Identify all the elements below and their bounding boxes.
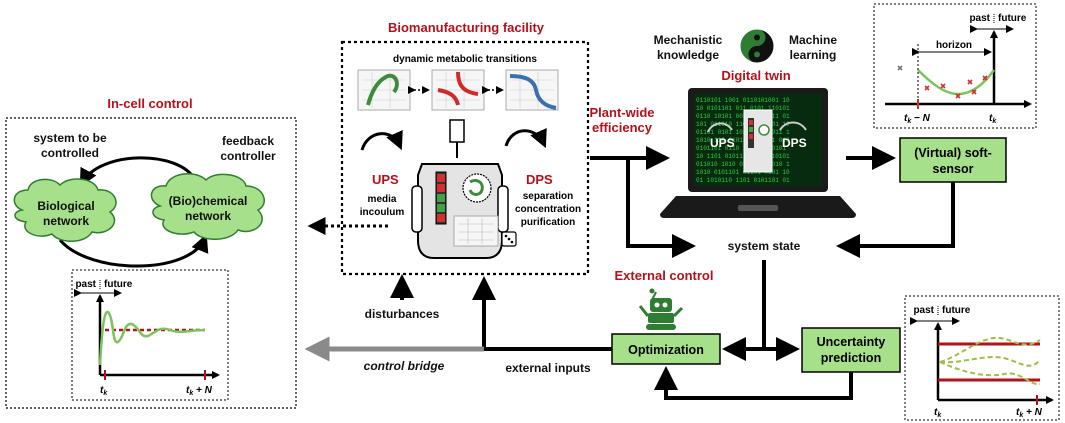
in-cell-plot-past: past	[75, 279, 96, 290]
laptop-binary-screen: 0110101 1001 0110101001 10 10 0101101 01…	[696, 97, 790, 184]
external-inputs-label: external inputs	[505, 361, 591, 375]
bioreactor-icon	[411, 119, 517, 259]
optimization-label: Optimization	[628, 343, 704, 357]
laptop-icon: 0110101 1001 0110101001 10 10 0101101 01…	[660, 88, 856, 218]
in-cell-plot: past future tk tk + N	[71, 269, 229, 401]
dps-sub-2: concentration	[515, 204, 581, 215]
loop-arrow-top	[79, 156, 197, 187]
in-cell-plot-tkN: tk + N	[186, 385, 213, 397]
metabolic-map-3	[505, 69, 559, 111]
dps-curved-arrow	[504, 128, 547, 149]
svg-text:0101101 0110 1010 0110101: 0101101 0110 1010 0110101	[696, 145, 786, 152]
uncertainty-trajectory-3	[939, 361, 1041, 386]
uncertainty-box[interactable]: Uncertainty prediction	[801, 327, 901, 373]
horizon-estimate-curve	[917, 69, 996, 96]
dps-sub-1: separation	[523, 191, 574, 202]
screen-ups-label: UPS	[710, 136, 735, 150]
horizon-plot-past: past	[969, 13, 990, 24]
in-cell-border	[5, 117, 297, 409]
in-cell-plot-future: future	[104, 279, 133, 290]
svg-text:10 0101101 011 0101 110101: 10 0101101 011 0101 110101	[696, 105, 790, 112]
ups-sub-2: incoulum	[360, 207, 405, 218]
facility-title: Biomanufacturing facility	[388, 20, 545, 35]
horizon-plot: past future horizon tk − N tk	[873, 3, 1037, 129]
biochemical-network-cloud: (Bio)chemical network	[150, 173, 265, 240]
dps-label: DPS	[526, 172, 553, 187]
ups-sub-1: media	[368, 194, 397, 205]
uncertainty-plot-tkN: tk + N	[1016, 407, 1043, 419]
biochemical-network-label-2: network	[185, 209, 231, 223]
soft-sensor-box[interactable]: (Virtual) soft- sensor	[899, 137, 1007, 183]
ml-label-1: Machine	[789, 33, 837, 47]
biological-network-label-2: network	[43, 214, 89, 228]
svg-text:01101 0101 1010110 01011 1: 01101 0101 1010110 01011 1	[696, 129, 790, 136]
uncertainty-trajectory-2	[939, 356, 1041, 367]
in-cell-response-curve	[98, 310, 206, 366]
feedback-label-1: feedback	[222, 134, 274, 148]
horizon-plot-future: future	[998, 13, 1027, 24]
uncertainty-to-optimization-arrow	[654, 366, 853, 400]
transitions-label: dynamic metabolic transitions	[393, 54, 537, 65]
external-control-title: External control	[615, 268, 714, 283]
plant-to-state-arrow	[626, 158, 696, 258]
plant-wide-label-1: Plant-wide	[589, 105, 654, 120]
mechanistic-label-1: Mechanistic	[654, 33, 723, 47]
facility-panel: Biomanufacturing facility dynamic metabo…	[340, 20, 590, 276]
svg-text:1010 0101101 01101 0101 10: 1010 0101101 01101 0101 10	[696, 169, 790, 176]
mechanistic-label-2: knowledge	[657, 48, 719, 62]
uncertainty-trajectory-1	[939, 336, 1041, 363]
system-label-1: system to be	[33, 131, 107, 145]
svg-text:10 1101 01011 010110 10101: 10 1101 01011 010110 10101	[696, 153, 790, 160]
uncertainty-label-1: Uncertainty	[817, 335, 886, 349]
sensor-to-state-arrow	[836, 182, 955, 258]
biological-network-cloud: Biological network	[13, 178, 117, 242]
optimization-box[interactable]: Optimization	[611, 333, 721, 365]
svg-text:01 1010110 1101 0101101 01: 01 1010110 1101 0101101 01	[696, 177, 790, 184]
svg-text:011010 1010 0110 1011010 1: 011010 1010 0110 1011010 1	[696, 161, 790, 168]
ups-curved-arrow	[360, 130, 403, 151]
in-cell-control-panel: In-cell control system to be controlled …	[5, 96, 297, 409]
in-cell-plot-tk: tk	[100, 385, 108, 397]
soft-sensor-label-1: (Virtual) soft-	[914, 146, 992, 160]
plant-wide-label-2: efficiency	[592, 120, 653, 135]
uncertainty-plot-past: past	[913, 305, 934, 316]
horizon-plot-tk: tk	[989, 113, 997, 125]
uncertainty-plot-tk: tk	[934, 407, 942, 419]
digital-twin-title: Digital twin	[721, 68, 790, 83]
ml-label-2: learning	[790, 48, 837, 62]
dps-sub-3: purification	[521, 217, 575, 228]
uncertainty-plot: past future tk tk + N	[904, 295, 1060, 421]
control-bridge-label: control bridge	[364, 359, 445, 373]
yin-yang-icon	[739, 28, 775, 64]
uncertainty-plot-future: future	[942, 305, 971, 316]
svg-text:0110101 1001 0110101001 10: 0110101 1001 0110101001 10	[696, 97, 790, 104]
digital-twin-panel: Mechanistic knowledge Machine learning D…	[654, 28, 856, 218]
biological-network-label-1: Biological	[37, 199, 94, 213]
external-inputs-arrow	[472, 276, 612, 351]
horizon-measurement-points	[924, 75, 988, 99]
ups-label: UPS	[372, 172, 399, 187]
svg-text:101 011010 1101 0101101 10: 101 011010 1101 0101101 10	[696, 121, 790, 128]
system-state-label: system state	[728, 239, 801, 253]
soft-sensor-label-2: sensor	[933, 162, 974, 176]
metabolic-map-2	[431, 69, 485, 111]
svg-text:1010 110 01011010 1101 010: 1010 110 01011010 1101 010	[696, 137, 790, 144]
biochemical-network-label-1: (Bio)chemical	[169, 194, 248, 208]
robot-icon	[638, 288, 684, 330]
horizon-plot-tkN: tk − N	[904, 113, 931, 125]
facility-border	[340, 40, 590, 276]
feedback-label-2: controller	[220, 149, 276, 163]
system-label-2: controlled	[41, 146, 99, 160]
horizon-label: horizon	[936, 40, 972, 51]
screen-dps-label: DPS	[782, 136, 807, 150]
uncertainty-label-2: prediction	[821, 351, 881, 365]
metabolic-map-1	[357, 69, 411, 111]
disturbances-label: disturbances	[365, 307, 440, 321]
loop-arrow-bottom	[58, 233, 209, 268]
in-cell-title: In-cell control	[107, 96, 192, 111]
svg-text:0110 10101 0010110 1011 01: 0110 10101 0010110 1011 01	[696, 113, 790, 120]
